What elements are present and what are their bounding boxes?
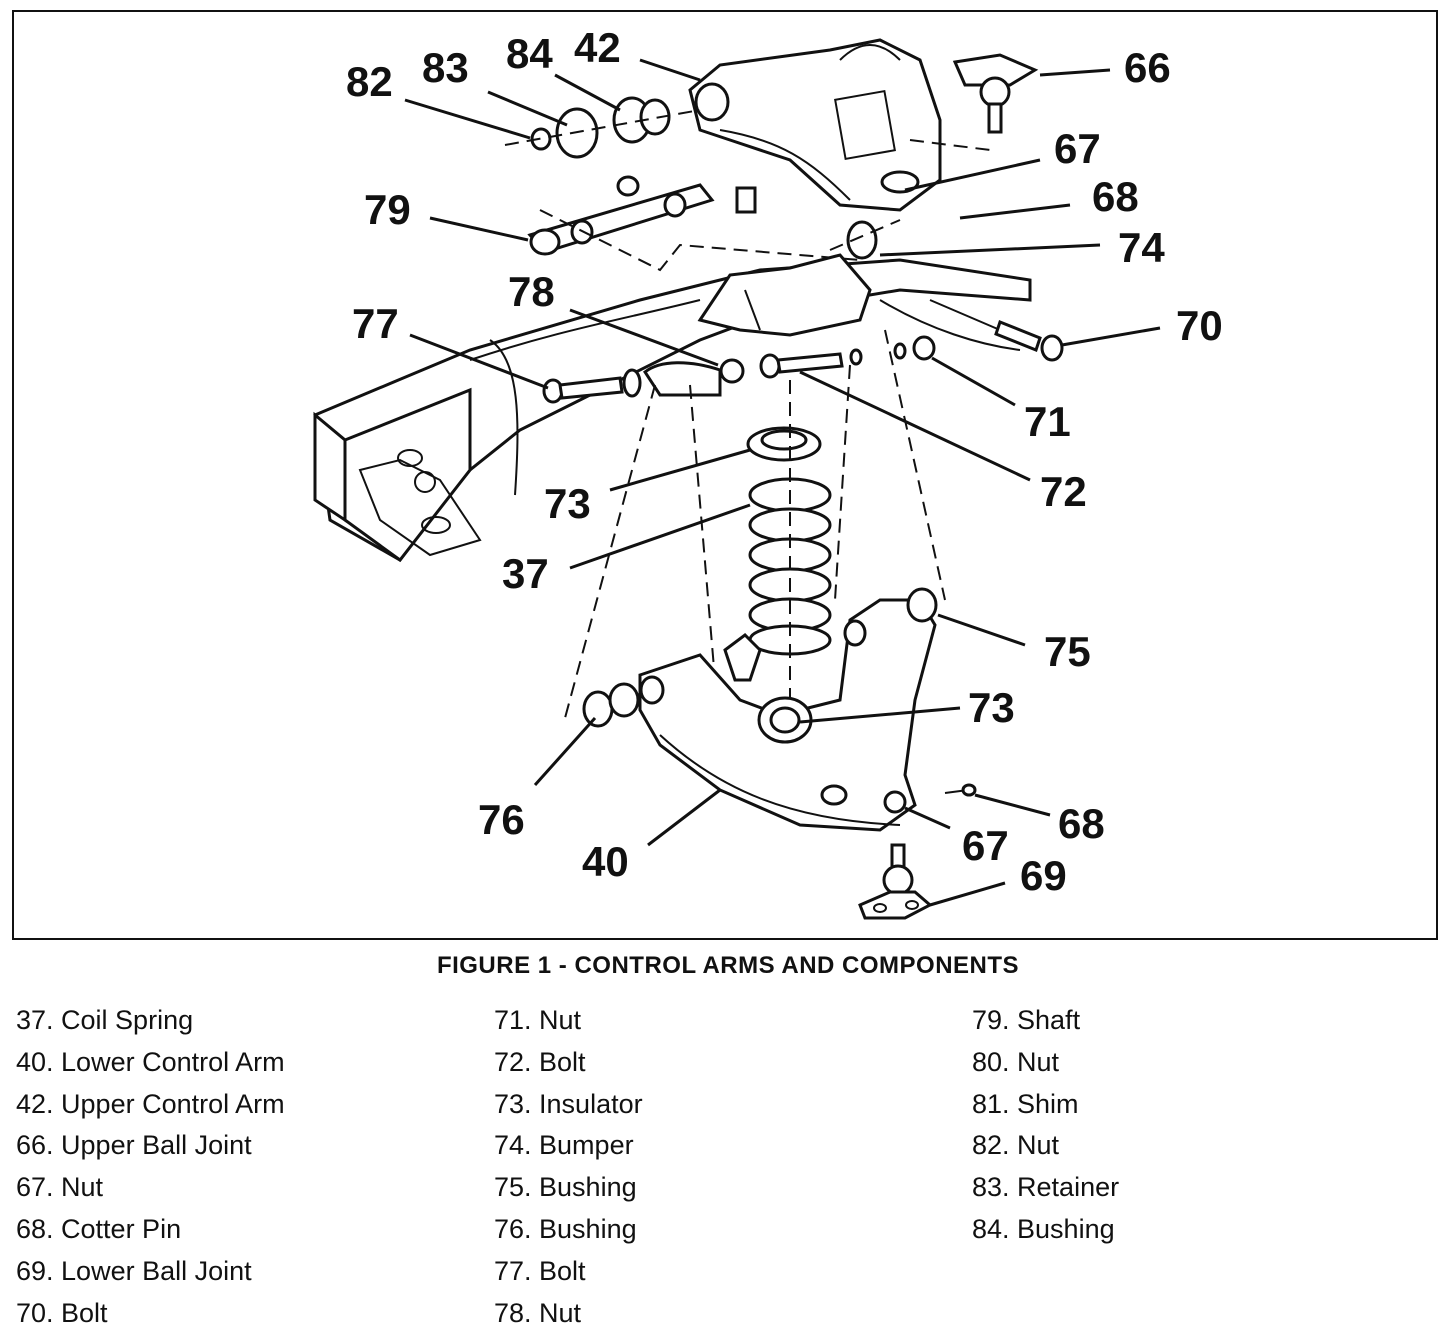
legend-item: 74. Bumper [494,1130,634,1161]
callout-84: 84 [506,30,553,77]
legend-item: 77. Bolt [494,1255,586,1286]
upper-ball-joint [952,53,1039,134]
legend-item: 70. Bolt [16,1297,108,1328]
callout-73-lower: 73 [968,684,1015,731]
callout-40: 40 [582,838,629,885]
callout-78: 78 [508,268,555,315]
callout-76: 76 [478,796,525,843]
upper-insulator [746,426,822,462]
legend-item: 81. Shim [972,1088,1079,1119]
upper-control-arm [688,38,942,212]
control-arm-diagram: 82 83 84 42 66 67 68 74 79 78 77 70 71 7… [313,24,1223,920]
legend-column-1: 37. Coil Spring 40. Lower Control Arm 42… [16,1000,285,1334]
legend-item: 42. Upper Control Arm [16,1088,285,1119]
bolt-70 [929,299,1064,362]
coil-spring [748,380,832,700]
pivot-shaft [527,175,861,272]
figure-caption: FIGURE 1 - CONTROL ARMS AND COMPONENTS [436,952,1020,979]
callout-69: 69 [1020,852,1067,899]
callout-73-upper: 73 [544,480,591,527]
callout-72: 72 [1040,468,1087,515]
legend-item: 68. Cotter Pin [16,1213,182,1244]
callout-66: 66 [1124,44,1171,91]
lower-ball-joint [858,843,933,920]
callout-68-upper: 68 [1092,173,1139,220]
legend-column-2: 71. Nut 72. Bolt 73. Insulator 74. Bumpe… [494,1000,643,1334]
legend-item: 69. Lower Ball Joint [16,1255,252,1286]
legend-item: 72. Bolt [494,1046,586,1077]
legend-item: 76. Bushing [494,1213,637,1244]
legend-item: 79. Shaft [972,1005,1081,1035]
bumper-and-tower [697,139,991,337]
legend-item: 67. Nut [16,1172,104,1203]
callout-67-lower: 67 [962,822,1009,869]
upper-bushing-stack [504,96,701,159]
legend-item: 84. Bushing [972,1213,1115,1244]
legend-item: 73. Insulator [494,1088,643,1119]
callout-37: 37 [502,550,549,597]
callout-67-upper: 67 [1054,125,1101,172]
lower-bushings [582,587,938,728]
figure-frame [12,10,1438,940]
legend-item: 78. Nut [494,1297,582,1328]
leader-lines [404,58,1161,907]
callout-70: 70 [1176,302,1223,349]
legend-item: 40. Lower Control Arm [16,1046,285,1077]
legend-item: 75. Bushing [494,1172,637,1203]
callout-83: 83 [422,44,469,91]
legend-item: 66. Upper Ball Joint [16,1130,252,1161]
legend-item: 82. Nut [972,1130,1060,1161]
lower-pivot-hardware [542,335,936,404]
callout-68-lower: 68 [1058,800,1105,847]
legend-item: 83. Retainer [972,1172,1120,1203]
callout-74: 74 [1118,224,1165,271]
legend-item: 80. Nut [972,1046,1060,1077]
legend-item: 71. Nut [494,1005,582,1035]
callout-71: 71 [1024,398,1071,445]
lower-control-arm [638,598,977,832]
callout-82: 82 [346,58,393,105]
callout-labels: 82 83 84 42 66 67 68 74 79 78 77 70 71 7… [346,24,1223,899]
frame-rail [313,258,1032,563]
assembly-lines [564,329,946,719]
legend-item: 37. Coil Spring [16,1005,194,1035]
callout-79: 79 [364,186,411,233]
callout-77: 77 [352,300,399,347]
legend-column-3: 79. Shaft 80. Nut 81. Shim 82. Nut 83. R… [972,1000,1119,1251]
callout-42: 42 [574,24,621,71]
callout-75: 75 [1044,628,1091,675]
